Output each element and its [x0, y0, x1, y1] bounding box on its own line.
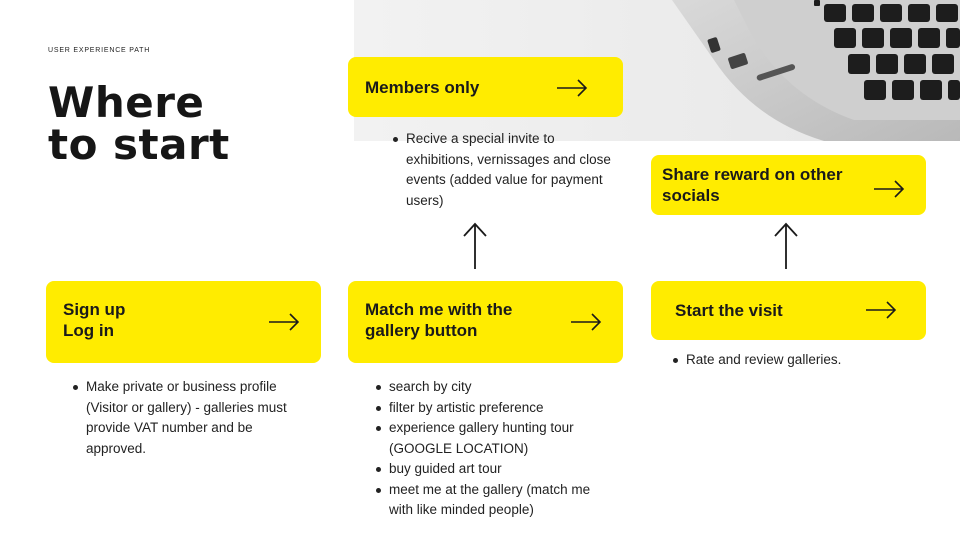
arrow-right-icon	[874, 180, 905, 198]
visit-bullet-list: Rate and review galleries.	[670, 350, 920, 371]
list-item: filter by artistic preference	[373, 398, 613, 419]
members-only-card[interactable]: Members only	[348, 57, 623, 117]
members-bullet-list: Recive a special invite to exhibitions, …	[390, 129, 620, 211]
list-item: Rate and review galleries.	[670, 350, 920, 371]
list-item: experience gallery hunting tour (GOOGLE …	[373, 418, 613, 459]
arrow-up-icon	[463, 222, 487, 269]
page-title-line-1: Where	[48, 78, 205, 127]
match-gallery-label-line-1: Match me with the	[365, 300, 513, 319]
page-title-line-2: to start	[48, 120, 230, 169]
signup-bullet-list: Make private or business profile (Visito…	[70, 377, 310, 459]
members-only-label: Members only	[365, 78, 480, 97]
arrow-right-icon	[557, 79, 588, 97]
arrow-up-icon	[774, 222, 798, 269]
laptop-illustration	[672, 0, 960, 141]
start-visit-label: Start the visit	[675, 301, 783, 320]
arrow-right-icon	[571, 313, 602, 331]
share-reward-label-line-2: socials	[662, 186, 720, 205]
list-item: Recive a special invite to exhibitions, …	[390, 129, 620, 211]
match-gallery-label: Match me with the gallery button	[365, 299, 512, 341]
share-reward-card[interactable]: Share reward on other socials	[651, 155, 926, 215]
match-bullet-list: search by city filter by artistic prefer…	[373, 377, 613, 521]
laptop-photo	[354, 0, 960, 141]
sign-up-label-line-2: Log in	[63, 321, 114, 340]
sign-up-label: Sign up Log in	[63, 299, 125, 341]
list-item: search by city	[373, 377, 613, 398]
list-item: meet me at the gallery (match me with li…	[373, 480, 613, 521]
list-item: Make private or business profile (Visito…	[70, 377, 310, 459]
list-item: buy guided art tour	[373, 459, 613, 480]
share-reward-label-line-1: Share reward on other	[662, 165, 843, 184]
start-visit-card[interactable]: Start the visit	[651, 281, 926, 340]
share-reward-label: Share reward on other socials	[662, 164, 842, 206]
match-gallery-label-line-2: gallery button	[365, 321, 478, 340]
section-eyebrow: USER EXPERIENCE PATH	[48, 47, 151, 54]
match-gallery-card[interactable]: Match me with the gallery button	[348, 281, 623, 363]
sign-up-label-line-1: Sign up	[63, 300, 126, 319]
page-title: Where to start	[48, 82, 230, 166]
arrow-right-icon	[269, 313, 300, 331]
sign-up-card[interactable]: Sign up Log in	[46, 281, 321, 363]
arrow-right-icon	[866, 301, 897, 319]
